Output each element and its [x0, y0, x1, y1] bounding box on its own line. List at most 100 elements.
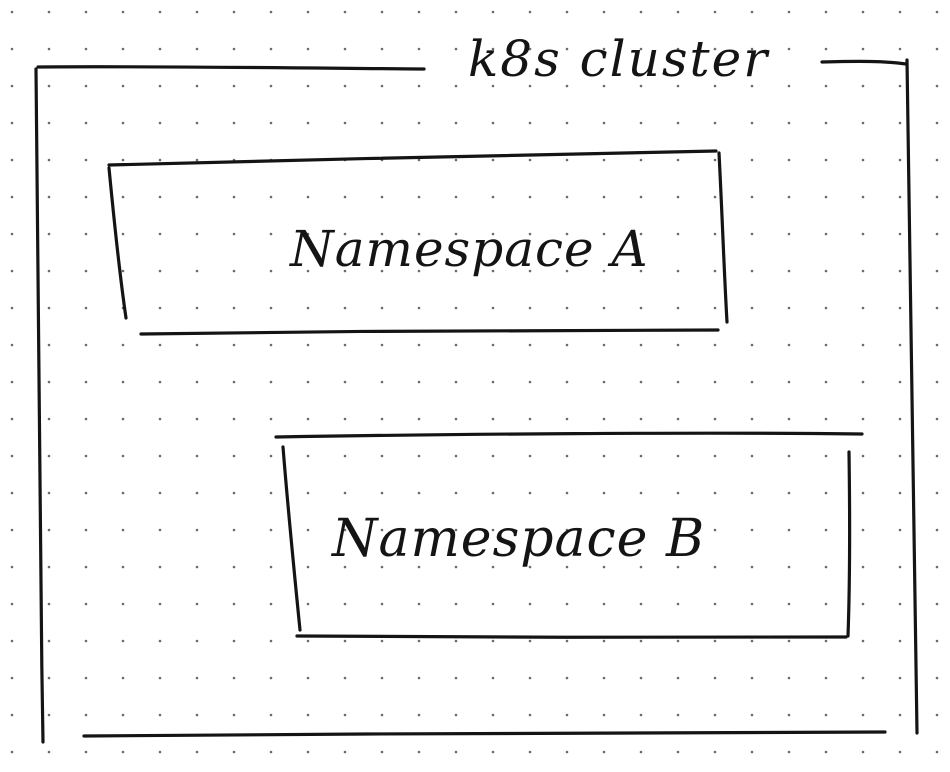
grid-dot — [676, 232, 680, 236]
grid-dot — [602, 269, 606, 273]
grid-dot — [454, 306, 458, 310]
grid-dot — [713, 639, 717, 643]
grid-dot — [861, 121, 865, 125]
grid-dot — [676, 306, 680, 310]
grid-dot — [491, 269, 495, 273]
grid-dot — [528, 639, 532, 643]
grid-dot — [824, 306, 828, 310]
grid-dot — [639, 195, 643, 199]
grid-dot — [861, 639, 865, 643]
grid-dot — [861, 750, 865, 754]
grid-dot — [454, 195, 458, 199]
grid-dot — [639, 269, 643, 273]
grid-dot — [380, 454, 384, 458]
grid-dot — [491, 10, 495, 14]
grid-dot — [232, 454, 236, 458]
grid-dot — [824, 565, 828, 569]
grid-dot — [639, 676, 643, 680]
grid-dot — [158, 528, 162, 532]
namespace-a-label: Namespace A — [290, 220, 649, 278]
grid-dot — [787, 417, 791, 421]
grid-dot — [121, 195, 125, 199]
grid-dot — [565, 306, 569, 310]
grid-dot — [787, 491, 791, 495]
grid-dot — [787, 10, 791, 14]
grid-dot — [528, 158, 532, 162]
grid-dot — [898, 750, 902, 754]
grid-dot — [158, 417, 162, 421]
grid-dot — [935, 380, 939, 384]
grid-dot — [158, 343, 162, 347]
grid-dot — [898, 454, 902, 458]
grid-dot — [47, 491, 51, 495]
grid-dot — [10, 417, 14, 421]
grid-dot — [84, 195, 88, 199]
grid-dot — [84, 565, 88, 569]
grid-dot — [861, 232, 865, 236]
grid-dot — [824, 10, 828, 14]
grid-dot — [10, 565, 14, 569]
grid-dot — [824, 343, 828, 347]
grid-dot — [343, 602, 347, 606]
grid-dot — [639, 232, 643, 236]
grid-dot — [158, 676, 162, 680]
grid-dot — [565, 47, 569, 51]
grid-dot — [232, 491, 236, 495]
grid-dot — [861, 84, 865, 88]
grid-dot — [602, 158, 606, 162]
grid-dot — [417, 750, 421, 754]
grid-dot — [676, 121, 680, 125]
grid-dot — [750, 269, 754, 273]
grid-dot — [84, 47, 88, 51]
grid-dot — [676, 158, 680, 162]
grid-dot — [306, 47, 310, 51]
grid-dot — [898, 491, 902, 495]
grid-dot — [343, 565, 347, 569]
grid-dot — [269, 380, 273, 384]
grid-dot — [343, 528, 347, 532]
grid-dot — [750, 417, 754, 421]
grid-dot — [380, 639, 384, 643]
grid-dot — [750, 158, 754, 162]
grid-dot — [713, 417, 717, 421]
grid-dot — [121, 47, 125, 51]
grid-dot — [676, 84, 680, 88]
grid-dot — [84, 602, 88, 606]
grid-dot — [158, 158, 162, 162]
grid-dot — [787, 602, 791, 606]
grid-dot — [713, 10, 717, 14]
grid-dot — [528, 750, 532, 754]
grid-dot — [306, 343, 310, 347]
grid-dot — [454, 454, 458, 458]
grid-dot — [306, 10, 310, 14]
grid-dot — [454, 380, 458, 384]
grid-dot — [380, 306, 384, 310]
grid-dot — [565, 491, 569, 495]
grid-dot — [380, 269, 384, 273]
grid-dot — [861, 269, 865, 273]
grid-dot — [232, 380, 236, 384]
grid-dot — [602, 639, 606, 643]
grid-dot — [861, 454, 865, 458]
grid-dot — [10, 676, 14, 680]
grid-dot — [713, 602, 717, 606]
grid-dot — [750, 713, 754, 717]
grid-dot — [454, 10, 458, 14]
grid-dot — [10, 750, 14, 754]
grid-dot — [269, 343, 273, 347]
grid-dot — [602, 417, 606, 421]
grid-dot — [528, 306, 532, 310]
grid-dot — [935, 195, 939, 199]
grid-dot — [232, 676, 236, 680]
grid-dot — [639, 602, 643, 606]
grid-dot — [713, 195, 717, 199]
grid-dot — [121, 713, 125, 717]
grid-dot — [824, 84, 828, 88]
grid-dot — [602, 602, 606, 606]
grid-dot — [454, 121, 458, 125]
grid-dot — [602, 47, 606, 51]
grid-dot — [528, 491, 532, 495]
grid-dot — [195, 639, 199, 643]
grid-dot — [676, 454, 680, 458]
